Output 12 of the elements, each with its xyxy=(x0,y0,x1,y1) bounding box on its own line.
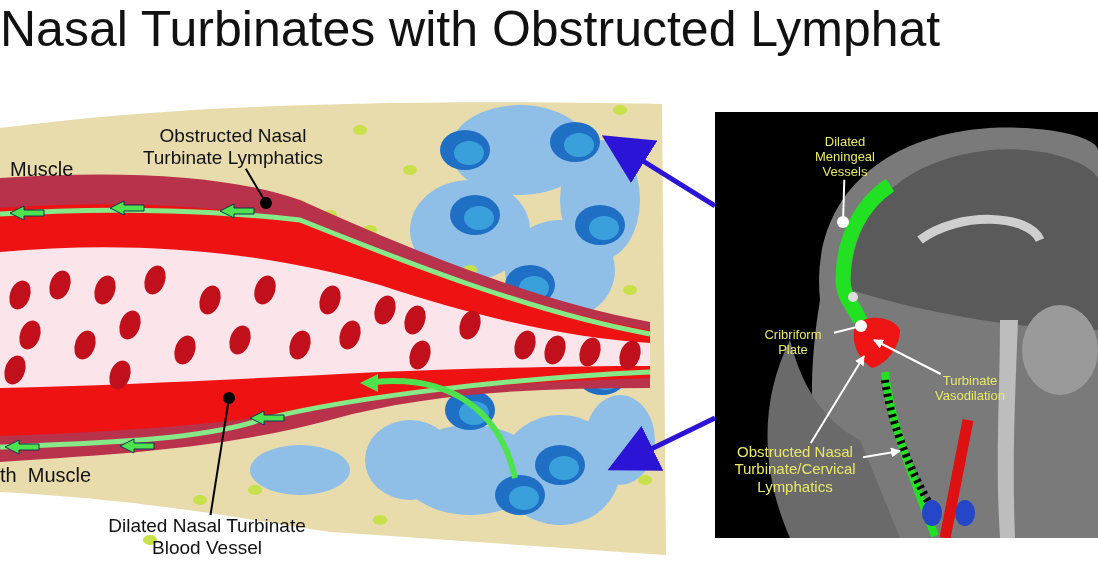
leader-arrow xyxy=(873,339,942,375)
callout-label: Dilated Meningeal Vessels xyxy=(800,135,890,180)
title: Nasal Turbinates with Obstructed Lymphat xyxy=(0,2,941,57)
callout-label: Dilated Nasal Turbinate Blood Vessel xyxy=(82,515,332,559)
callout-label: Obstructed Nasal Turbinate Lymphatics xyxy=(118,125,348,169)
arrow xyxy=(607,415,717,471)
tissue-label: Muscle xyxy=(10,158,74,181)
callout-label: Cribriform Plate xyxy=(752,328,834,358)
leader-arrow xyxy=(862,447,901,459)
tissue-label: th Muscle xyxy=(0,464,92,487)
leader-arrow xyxy=(809,355,865,444)
arrow xyxy=(601,135,717,208)
